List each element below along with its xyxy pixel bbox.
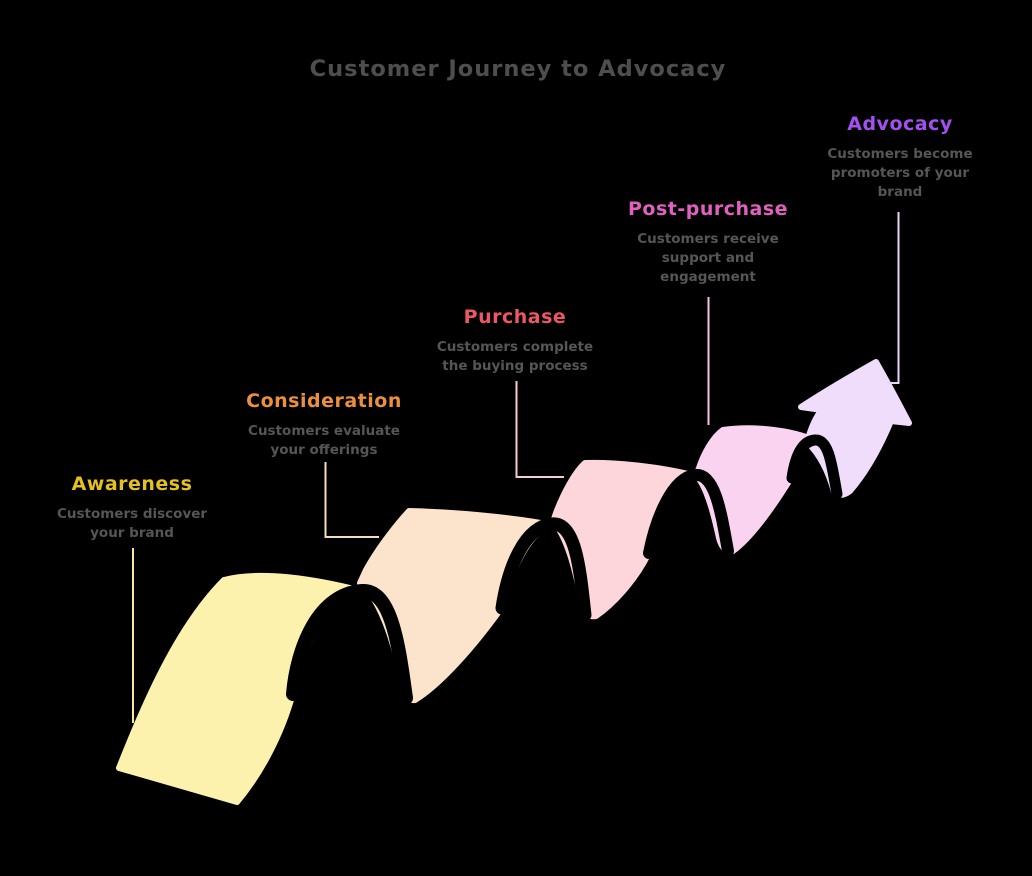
leader-line-consideration (324, 462, 379, 538)
crest-outline-2 (495, 517, 592, 622)
stage-description-post-purchase: Customers receive support and engagement (637, 231, 779, 285)
stage-label-awareness: Awareness (71, 473, 193, 495)
page-title: Customer Journey to Advocacy (309, 56, 727, 82)
advocacy-arrow (798, 359, 912, 498)
stage-description-purchase: Customers complete the buying process (436, 339, 594, 374)
stage-label-purchase: Purchase (463, 306, 567, 328)
crest-outline-1 (286, 584, 413, 705)
stage-description-awareness: Customers discover your brand (56, 506, 208, 541)
stage-advocacy: Advocacy Customers become promoters of y… (818, 112, 983, 202)
leader-line-advocacy (888, 212, 900, 384)
stage-purchase: Purchase Customers complete the buying p… (425, 305, 605, 376)
crest-outline-3 (643, 469, 734, 559)
stage-description-advocacy: Customers become promoters of your brand (827, 146, 973, 200)
stage-post-purchase: Post-purchase Customers receive support … (628, 197, 788, 287)
stage-description-consideration: Customers evaluate your offerings (248, 423, 400, 458)
stage-consideration: Consideration Customers evaluate your of… (239, 389, 409, 460)
crest-outline-4 (786, 434, 843, 500)
stage-label-post-purchase: Post-purchase (627, 198, 789, 220)
stage-label-advocacy: Advocacy (847, 113, 953, 135)
stage-label-consideration: Consideration (246, 390, 402, 412)
stage-awareness: Awareness Customers discover your brand (47, 472, 217, 543)
leader-line-purchase (515, 381, 564, 478)
